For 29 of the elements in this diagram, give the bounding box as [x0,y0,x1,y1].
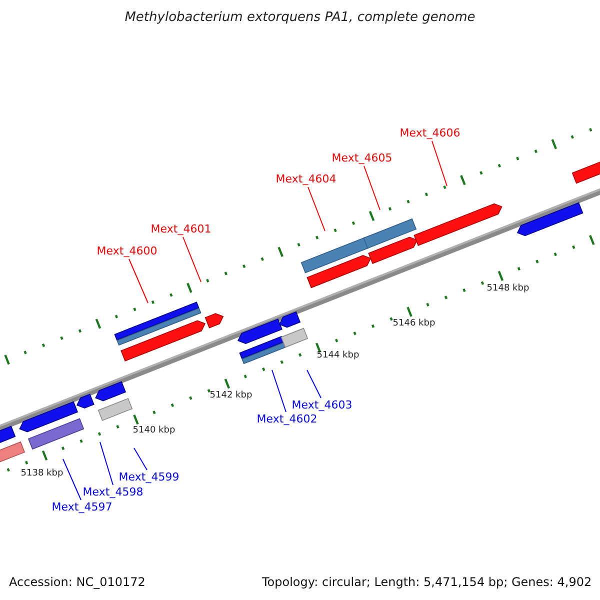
leader-line [306,370,322,398]
gene-label: Mext_4605 [332,152,392,164]
gene-label: Mext_4599 [118,470,180,484]
leader-line [100,442,114,486]
leader-line [62,458,82,500]
leader-line [128,258,148,304]
gene-label: Mext_4598 [82,486,144,498]
gene-label: Mext_4600 [96,244,158,258]
gene-label: Mext_4597 [52,500,112,514]
gene-label: Mext_4606 [400,126,460,140]
gene-label: Mext_4601 [150,222,212,236]
scale-label: 5146 kbp [392,318,436,330]
scale-label: 5142 kbp [210,390,252,402]
leader-line [432,140,448,186]
gene-label: Mext_4604 [276,172,336,186]
leader-line [134,448,148,470]
scale-label: 5144 kbp [316,350,360,362]
leader-line [308,186,326,232]
genome-info-text: Topology: circular; Length: 5,471,154 bp; Genes: 4,902 [262,575,592,589]
scale-label: 5138 kbp [20,468,64,480]
gene-label: Mext_4603 [292,398,352,412]
leader-line [272,370,286,412]
scale-label: 5148 kbp [486,284,530,294]
leader-line [364,166,380,210]
scale-label: 5140 kbp [132,426,176,436]
title: Methylobacterium extorquens PA1, complete genome [124,10,476,25]
accession-text: Accession: NC_010172 [9,575,146,589]
gene-label: Mext_4602 [256,412,318,426]
leader-line [182,236,202,282]
